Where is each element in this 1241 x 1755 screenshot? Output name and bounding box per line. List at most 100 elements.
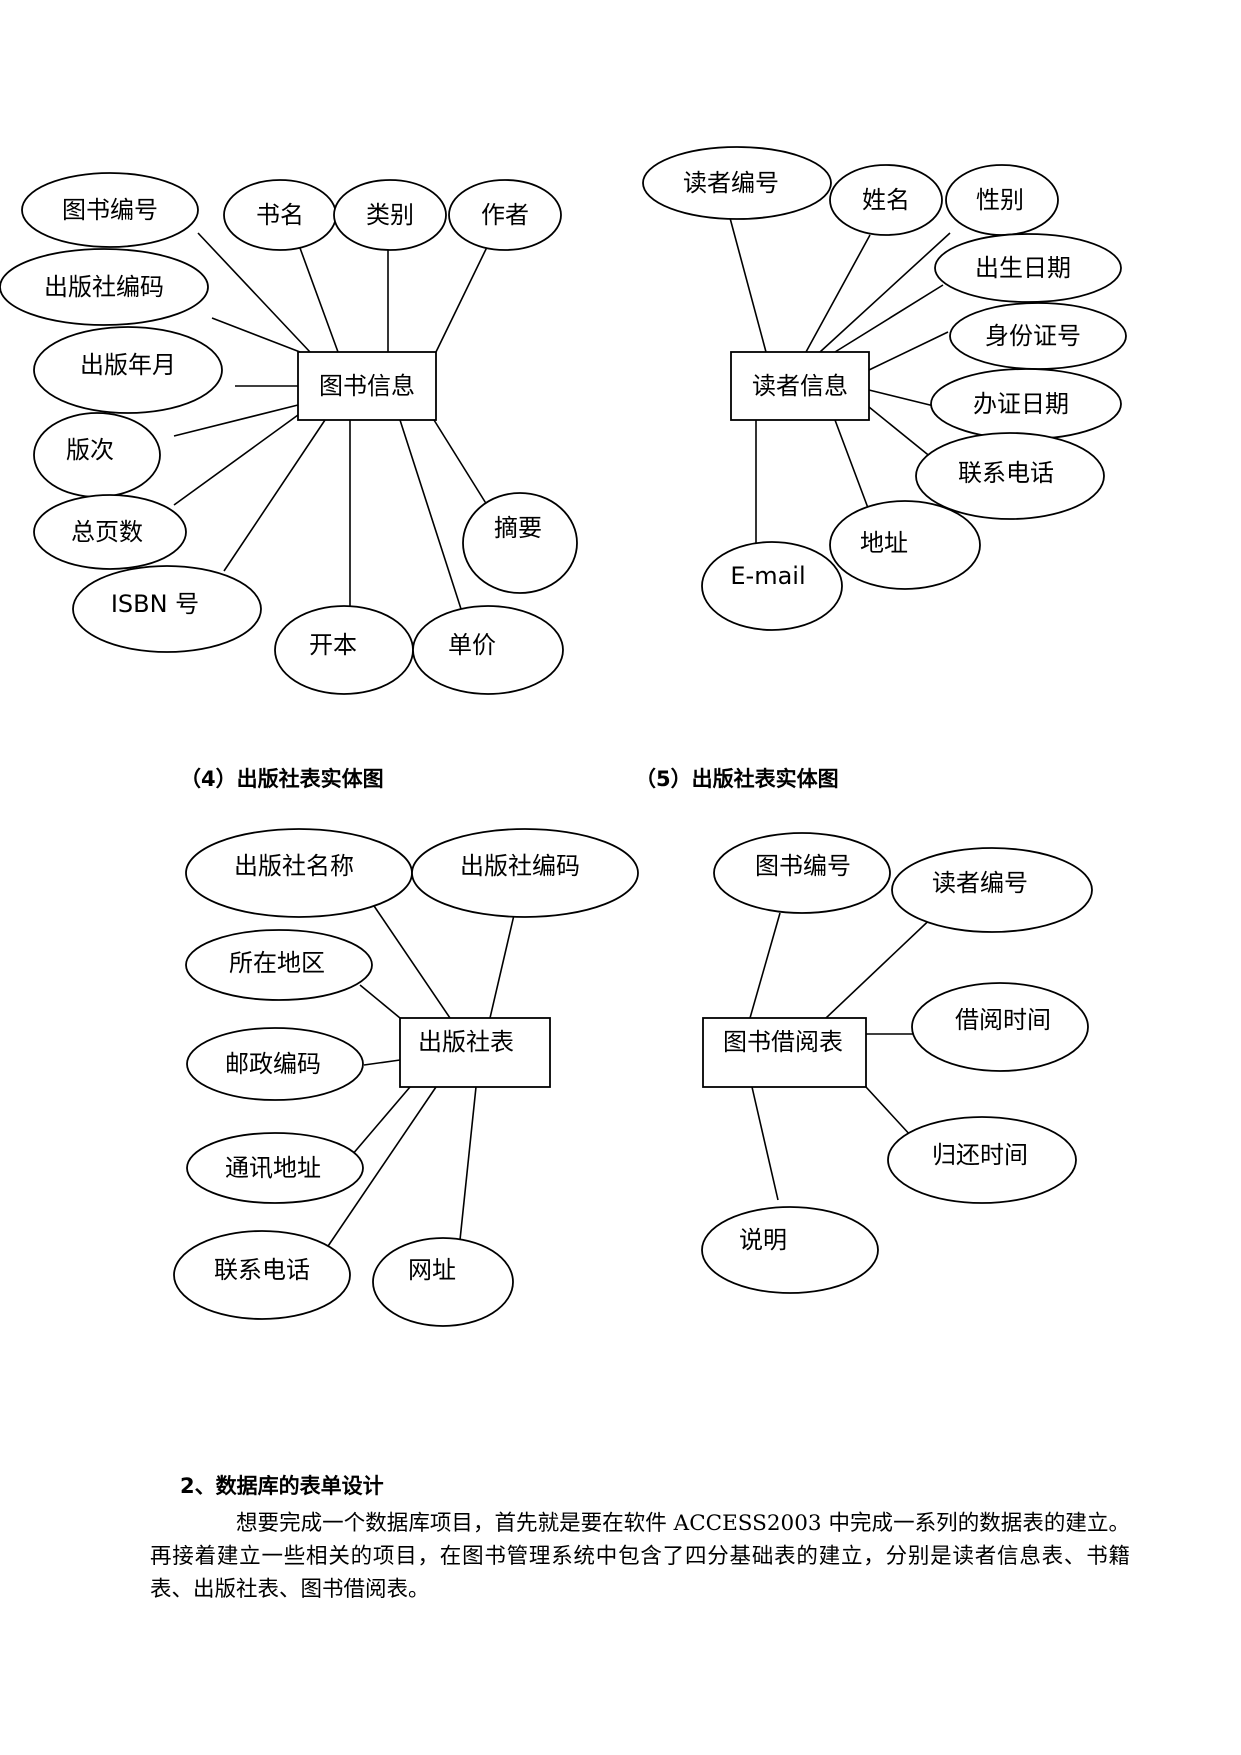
attribute-ellipse (333, 179, 447, 251)
attribute-label: 开本 (309, 631, 357, 659)
publisher-diagram: 出版社表 出版社名称 出版社编码 所在地区 邮政编码 通讯地址 联系电话 网址 (173, 828, 639, 1327)
attribute-ellipse (0, 248, 209, 326)
attribute-label: 所在地区 (229, 949, 325, 977)
connector (865, 1086, 913, 1138)
entity-box (730, 351, 870, 421)
connector (351, 1086, 411, 1156)
attribute-label: 图书编号 (62, 196, 158, 224)
attribute-ellipse (891, 847, 1093, 933)
reader-diagram: 读者信息 读者编号 姓名 性别 出生日期 身份证号 办证日期 联系电话 地址 E… (642, 146, 1127, 631)
attribute-ellipse (701, 541, 843, 631)
connector (868, 331, 949, 371)
attribute-label: 邮政编码 (225, 1050, 321, 1078)
attribute-label: 姓名 (862, 186, 910, 214)
attribute-ellipse (411, 828, 639, 918)
attribute-label: 摘要 (494, 514, 542, 542)
attribute-label: 单价 (448, 631, 496, 659)
attribute-label: 版次 (66, 436, 114, 464)
connector (805, 234, 871, 353)
connector (433, 419, 488, 506)
attribute-ellipse (372, 1237, 514, 1327)
connector (868, 406, 933, 459)
connector (399, 419, 463, 613)
connector (363, 1059, 401, 1066)
attribute-label: 出版社编码 (460, 852, 580, 880)
attribute-ellipse (186, 1132, 364, 1204)
connector (435, 244, 489, 353)
connector (299, 247, 339, 353)
book-diagram: 图书信息 图书编号 书名 类别 作者 出版社编码 出版年月 版次 总页数 ISB… (0, 172, 578, 695)
attribute-label: 地址 (860, 529, 908, 557)
attribute-label: 性别 (976, 186, 1024, 214)
entity-label: 出版社表 (418, 1028, 514, 1056)
connector (459, 1086, 477, 1241)
attribute-label: 类别 (366, 201, 414, 229)
connector (834, 419, 869, 509)
figure-caption-publisher: （4）出版社表实体图 (180, 767, 384, 791)
entity-label: 图书借阅表 (723, 1028, 843, 1056)
attribute-ellipse (915, 432, 1105, 520)
attribute-label: 出版社名称 (234, 852, 354, 880)
attribute-label: 出版年月 (80, 351, 176, 379)
section-paragraph: 想要完成一个数据库项目，首先就是要在软件 ACCESS2003 中完成一系列的数… (150, 1511, 1130, 1602)
attribute-ellipse (829, 164, 943, 236)
attribute-label: 归还时间 (932, 1141, 1028, 1169)
attribute-ellipse (887, 1116, 1077, 1204)
attribute-label: 出生日期 (975, 254, 1071, 282)
attribute-label: 网址 (408, 1256, 456, 1284)
connector (868, 389, 935, 407)
connector (211, 317, 301, 353)
attribute-label: 联系电话 (214, 1256, 310, 1284)
entity-box (399, 1017, 551, 1088)
connector (359, 984, 401, 1019)
connector (749, 912, 781, 1019)
attribute-label: 办证日期 (973, 390, 1069, 418)
attribute-label: 总页数 (71, 518, 143, 546)
connector (819, 232, 951, 353)
attribute-label: 图书编号 (755, 852, 851, 880)
attribute-ellipse (713, 832, 891, 914)
entity-box (702, 1017, 867, 1088)
attribute-label: ISBN 号 (111, 590, 199, 618)
attribute-ellipse (33, 494, 187, 570)
attribute-ellipse (412, 605, 564, 695)
attribute-ellipse (911, 982, 1089, 1072)
entity-label: 图书信息 (319, 372, 415, 400)
connector (321, 1086, 437, 1256)
entity-box (297, 351, 437, 421)
attribute-ellipse (33, 326, 223, 414)
attribute-ellipse (829, 500, 981, 590)
attribute-label: 出版社编码 (44, 273, 164, 301)
attribute-label: 说明 (739, 1226, 787, 1254)
attribute-label: 联系电话 (958, 459, 1054, 487)
connector (751, 1086, 779, 1201)
attribute-label: 身份证号 (985, 322, 1081, 350)
connector (834, 284, 944, 353)
attribute-ellipse (186, 1027, 364, 1101)
connector (489, 914, 515, 1019)
connector (825, 909, 941, 1019)
attribute-ellipse (934, 233, 1122, 303)
attribute-ellipse (642, 146, 832, 220)
figure-caption-borrow: （5）出版社表实体图 (635, 767, 839, 791)
connector (197, 232, 311, 353)
attribute-ellipse (701, 1206, 879, 1294)
entity-label: 读者信息 (752, 372, 848, 400)
attribute-label: 读者编号 (683, 169, 779, 197)
borrow-diagram: 图书借阅表 图书编号 读者编号 借阅时间 归还时间 说明 (701, 832, 1093, 1294)
attribute-label: 读者编号 (932, 869, 1028, 897)
connector (369, 899, 451, 1019)
attribute-ellipse (21, 172, 199, 248)
attribute-ellipse (185, 929, 373, 1001)
connector (729, 217, 767, 353)
attribute-label: E-mail (730, 562, 805, 590)
connector (173, 404, 299, 437)
attribute-ellipse (448, 179, 562, 251)
attribute-label: 书名 (256, 201, 304, 229)
attribute-ellipse (462, 492, 578, 594)
attribute-label: 借阅时间 (955, 1006, 1051, 1034)
attribute-label: 作者 (481, 201, 529, 229)
attribute-ellipse (173, 1230, 351, 1320)
connector (223, 419, 326, 572)
